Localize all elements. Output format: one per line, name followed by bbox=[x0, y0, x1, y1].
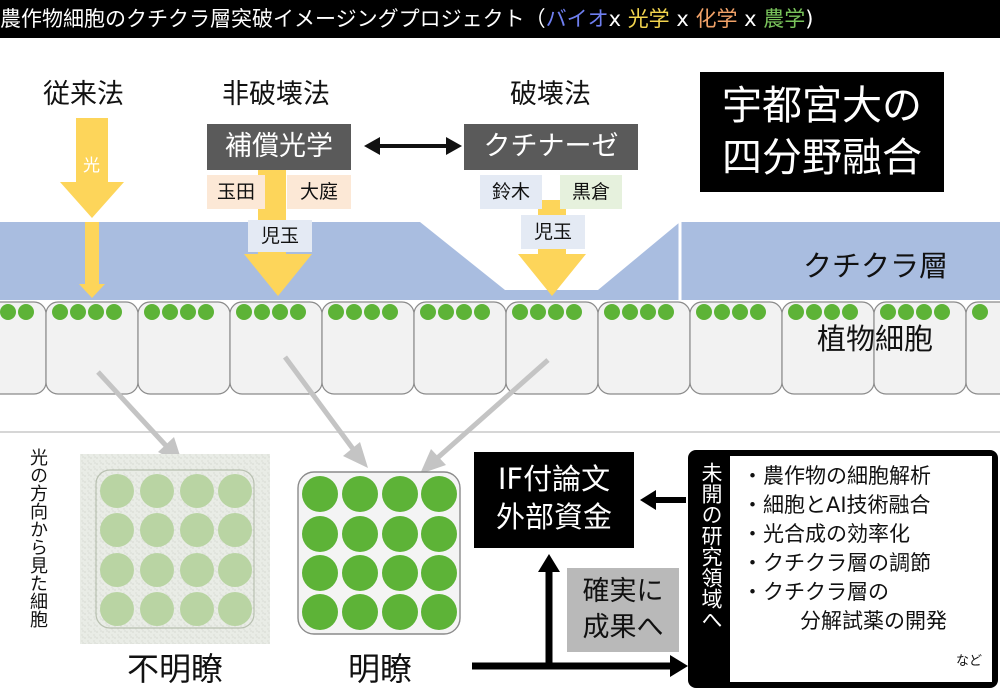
reliable-results-box: 確実に 成果へ bbox=[567, 568, 679, 652]
unexplored-research-box: 未開の研究領域へ ・農作物の細胞解析 ・細胞とAI技術融合 ・光合成の効率化 ・… bbox=[688, 450, 998, 688]
topic-item: ・クチクラ層の bbox=[742, 580, 889, 604]
title-x3: x bbox=[737, 7, 764, 31]
university-box: 宇都宮大の 四分野融合 bbox=[700, 72, 944, 192]
topic-continuation: 分解試薬の開発 bbox=[800, 609, 947, 633]
chloroplasts bbox=[0, 304, 988, 320]
member-tamada: 玉田 bbox=[207, 175, 265, 209]
clear-cell-outline bbox=[297, 471, 461, 635]
reliable-line2: 成果へ bbox=[582, 612, 664, 643]
university-line1: 宇都宮大の bbox=[722, 83, 922, 129]
member-kodama-chemistry: 児玉 bbox=[521, 215, 585, 249]
member-kurokura: 黒倉 bbox=[560, 175, 622, 209]
topics-panel: ・農作物の細胞解析 ・細胞とAI技術融合 ・光合成の効率化 ・クチクラ層の調節 … bbox=[730, 456, 992, 682]
university-line2: 四分野融合 bbox=[722, 135, 922, 181]
title-chemistry: 化学 bbox=[695, 7, 738, 31]
clear-label: 明瞭 bbox=[347, 650, 412, 688]
destructive-method-label: 破壊法 bbox=[510, 79, 591, 110]
topic-item: ・細胞とAI技術融合 bbox=[742, 493, 931, 517]
funding-box: IF付論文 外部資金 bbox=[474, 452, 634, 548]
topic-item: ・光合成の効率化 bbox=[742, 522, 910, 546]
title-optics: 光学 bbox=[627, 7, 670, 31]
title-main: 農作物細胞のクチクラ層突破イメージングプロジェクト（ bbox=[0, 7, 546, 31]
reliable-line1: 確実に bbox=[582, 576, 664, 607]
topic-item: ・クチクラ層の調節 bbox=[742, 551, 931, 575]
member-oniwa: 大庭 bbox=[287, 175, 351, 209]
title-x1: x bbox=[608, 7, 628, 31]
member-kodama-optics: 児玉 bbox=[248, 220, 312, 252]
non-destructive-method-label: 非破壊法 bbox=[222, 79, 330, 110]
view-direction-caption: 光の方向から見た細胞 bbox=[27, 448, 48, 628]
gray-arrow-icon bbox=[96, 355, 550, 474]
unclear-label: 不明瞭 bbox=[126, 650, 223, 688]
plant-cell-label: 植物細胞 bbox=[817, 322, 934, 356]
title-x2: x bbox=[669, 7, 696, 31]
light-label: 光 bbox=[83, 156, 100, 176]
member-suzuki: 鈴木 bbox=[480, 175, 542, 209]
conventional-method-label: 従来法 bbox=[43, 79, 124, 110]
unexplored-label: 未開の研究領域へ bbox=[699, 462, 723, 630]
cutinase-box: クチナーゼ bbox=[464, 124, 638, 170]
title-close: ) bbox=[805, 7, 814, 31]
etc-label: など bbox=[956, 654, 983, 669]
title-bio: バイオ bbox=[545, 7, 609, 31]
clear-chloroplasts bbox=[302, 476, 457, 630]
compensating-optics-box: 補償光学 bbox=[207, 124, 351, 170]
funding-line2: 外部資金 bbox=[495, 500, 612, 534]
cuticle-layer-label: クチクラ層 bbox=[803, 249, 949, 283]
unclear-cell-outline bbox=[95, 469, 255, 629]
plant-cells bbox=[0, 301, 1000, 395]
funding-line1: IF付論文 bbox=[497, 462, 611, 496]
topic-item: ・農作物の細胞解析 bbox=[742, 464, 931, 488]
title-agriculture: 農学 bbox=[763, 7, 806, 31]
title-bar: 農作物細胞のクチクラ層突破イメージングプロジェクト（バイオx 光学 x 化学 x… bbox=[0, 0, 1000, 38]
double-headed-arrow-icon bbox=[364, 137, 462, 155]
black-arrow-icon bbox=[472, 490, 688, 677]
unclear-chloroplasts bbox=[100, 474, 252, 626]
